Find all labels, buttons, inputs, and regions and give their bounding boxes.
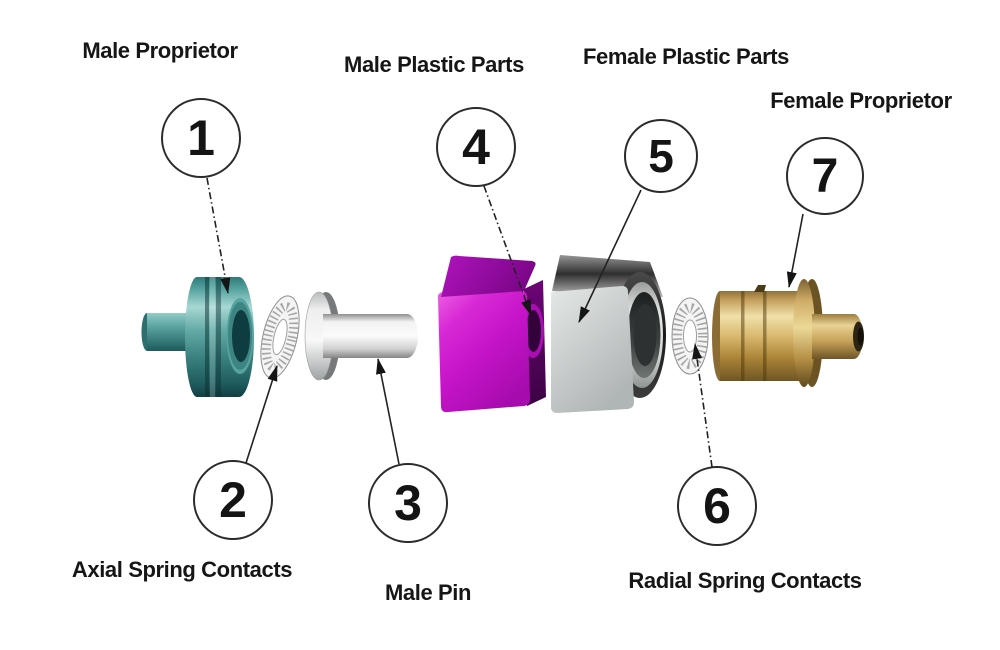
label-female-proprietor: Female Proprietor — [770, 88, 952, 113]
part-axial-spring-contact — [260, 295, 300, 379]
part-female-plastic — [551, 255, 666, 413]
callout-number-1: 1 — [187, 110, 215, 166]
callout-circle-7: 7 — [786, 137, 864, 215]
label-axial-spring-contacts: Axial Spring Contacts — [71, 557, 293, 582]
callout-number-5: 5 — [648, 130, 674, 182]
callout-circle-3: 3 — [368, 463, 448, 543]
callout-circle-4: 4 — [436, 107, 516, 187]
callout-circle-2: 2 — [193, 460, 273, 540]
part-female-proprietor — [712, 279, 864, 387]
label-female-plastic-parts: Female Plastic Parts — [582, 44, 790, 69]
callout-number-6: 6 — [703, 478, 731, 534]
leader-line-1 — [206, 177, 231, 294]
leader-line-6 — [692, 343, 713, 468]
leader-line-7 — [786, 213, 804, 288]
part-male-plastic — [437, 255, 546, 413]
part-male-pin — [304, 291, 418, 381]
leader-lines — [206, 177, 804, 468]
label-male-plastic-parts: Male Plastic Parts — [344, 52, 524, 77]
callout-circle-6: 6 — [677, 466, 757, 546]
label-male-proprietor: Male Proprietor — [82, 38, 238, 63]
part-radial-spring-contact — [671, 297, 709, 375]
leader-line-5 — [578, 189, 642, 323]
leader-line-4 — [483, 185, 532, 316]
leader-line-3 — [376, 358, 400, 465]
callout-number-4: 4 — [462, 119, 490, 175]
label-radial-spring-contacts: Radial Spring Contacts — [628, 568, 862, 593]
callout-number-2: 2 — [219, 472, 247, 528]
callout-circle-1: 1 — [161, 98, 241, 178]
label-male-pin: Male Pin — [384, 580, 472, 605]
callout-number-3: 3 — [394, 475, 422, 531]
leader-line-2 — [245, 365, 278, 464]
part-male-proprietor — [141, 277, 254, 397]
callout-circle-5: 5 — [624, 119, 698, 193]
callout-number-7: 7 — [811, 149, 839, 203]
